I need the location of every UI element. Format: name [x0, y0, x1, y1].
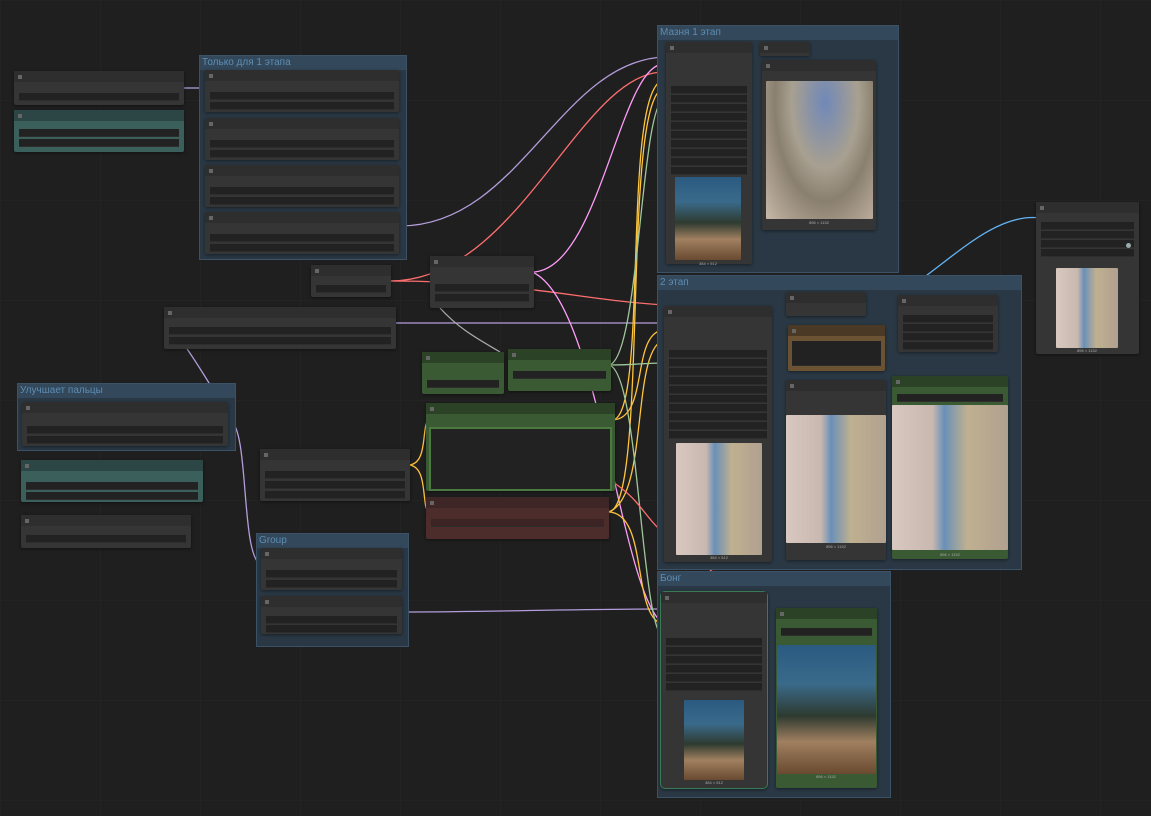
blurred-preview-image[interactable]	[766, 81, 873, 219]
group-node-1[interactable]	[261, 548, 402, 590]
group-title[interactable]: Group	[257, 534, 408, 548]
group-title[interactable]: Мазня 1 этап	[658, 26, 898, 40]
negative-prompt-node[interactable]	[426, 497, 609, 539]
conditioning-node-1[interactable]	[422, 352, 504, 394]
lora-node-4[interactable]	[205, 212, 399, 254]
lora-node-3[interactable]	[205, 165, 399, 207]
clip-node[interactable]	[260, 449, 410, 501]
image-size-label: 384 × 512	[699, 261, 717, 266]
stage2-output-image[interactable]	[892, 405, 1008, 550]
fingers-lora-node[interactable]	[22, 402, 228, 446]
wire	[399, 608, 666, 613]
stage1-input-image[interactable]	[675, 177, 741, 260]
image-size-label: 896 × 1152	[1077, 348, 1097, 353]
bong-input-image[interactable]	[684, 700, 744, 780]
lora-node-2[interactable]	[205, 118, 399, 160]
group-title[interactable]: Улучшает пальцы	[18, 384, 235, 398]
preview-right[interactable]: 896 × 1152	[1036, 202, 1139, 354]
ksampler-bong[interactable]: 384 × 512	[660, 591, 768, 789]
group-node-2[interactable]	[261, 596, 402, 634]
slider-knob[interactable]	[1126, 243, 1131, 248]
wire	[399, 56, 666, 227]
ksampler-stage2[interactable]: 384 × 512	[664, 306, 772, 562]
small-node[interactable]	[21, 515, 191, 548]
image-size-label: 896 × 1152	[940, 552, 960, 557]
save-image-bong[interactable]: 896 × 1152	[776, 608, 877, 788]
teal-node-2[interactable]	[21, 460, 203, 502]
stage2-input-image[interactable]	[676, 443, 762, 555]
right-preview-image[interactable]	[1056, 268, 1118, 348]
group-title[interactable]: Только для 1 этапа	[200, 56, 406, 70]
model-node[interactable]	[164, 307, 396, 349]
group-title[interactable]: Бонг	[658, 572, 890, 586]
conditioning-node-2[interactable]	[508, 349, 611, 391]
reroute-node[interactable]	[760, 42, 810, 56]
wire	[439, 307, 501, 353]
vae-decode-node[interactable]: 896 × 1152	[786, 380, 886, 560]
upscale-node[interactable]	[786, 292, 866, 316]
lora-node-1[interactable]	[205, 70, 399, 112]
upscale-settings-node[interactable]	[898, 295, 998, 352]
latent-node[interactable]	[430, 256, 534, 308]
teal-node[interactable]	[14, 110, 184, 152]
wire	[531, 63, 666, 273]
group-title[interactable]: 2 этап	[658, 276, 1021, 290]
wire	[389, 71, 666, 282]
positive-prompt-node[interactable]	[426, 403, 615, 491]
vae-node[interactable]	[311, 265, 391, 297]
image-size-label: 896 × 1152	[816, 774, 836, 779]
image-size-label: 384 × 512	[705, 780, 723, 785]
image-size-label: 384 × 512	[710, 555, 728, 560]
note-node[interactable]	[788, 325, 885, 371]
image-size-label: 896 × 1152	[826, 544, 846, 549]
save-image-stage2[interactable]: 896 × 1152	[892, 376, 1008, 559]
image-size-label: 896 × 1152	[809, 220, 829, 225]
stage2-mid-image[interactable]	[786, 415, 886, 543]
wire	[609, 479, 661, 531]
model-loader-node[interactable]	[14, 71, 184, 105]
preview-stage1[interactable]: 896 × 1152	[762, 60, 876, 230]
bong-output-image[interactable]	[777, 645, 876, 774]
